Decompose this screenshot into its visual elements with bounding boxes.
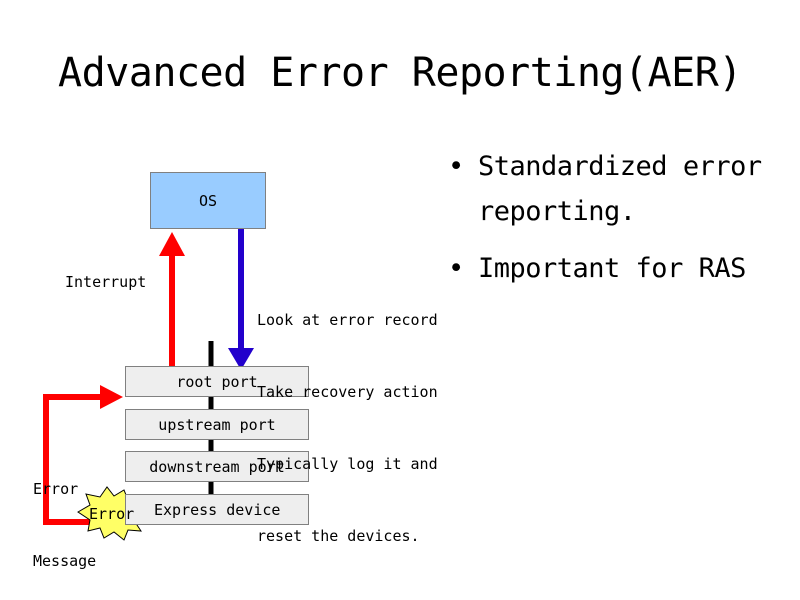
- bullet-text: Standardized error reporting.: [478, 151, 762, 227]
- bullet-glyph: •: [448, 151, 464, 182]
- bullet-text: Important for RAS: [478, 253, 746, 284]
- os-action-line: Take recovery action: [257, 383, 438, 401]
- root-port-label: root port: [176, 372, 258, 391]
- express-device-box: Express device: [125, 494, 309, 525]
- upstream-port-box: upstream port: [125, 409, 309, 440]
- error-message-line: Message: [33, 552, 97, 570]
- error-message-label: Error Message: [33, 429, 96, 597]
- slide-title: Advanced Error Reporting(AER): [58, 50, 742, 96]
- error-burst-label: Error: [89, 505, 135, 523]
- os-action-line: Typically log it and: [257, 455, 438, 473]
- os-label: OS: [198, 191, 218, 210]
- os-action-line: reset the devices.: [257, 527, 420, 545]
- os-box: OS: [150, 172, 266, 229]
- bullet-glyph: •: [448, 253, 464, 284]
- upstream-port-label: upstream port: [158, 415, 276, 434]
- bullet-item: • Important for RAS: [448, 246, 793, 291]
- os-actions-text: Look at error record Take recovery actio…: [257, 260, 438, 572]
- downstream-port-box: downstream port: [125, 451, 309, 482]
- downstream-port-label: downstream port: [149, 457, 285, 476]
- root-port-box: root port: [125, 366, 309, 397]
- error-message-line: Error: [33, 480, 79, 498]
- interrupt-arrowhead: [159, 232, 185, 256]
- error-message-path: [43, 394, 102, 525]
- express-device-label: Express device: [154, 500, 281, 519]
- bullet-item: • Standardized error reporting.: [448, 144, 793, 234]
- interrupt-label: Interrupt: [65, 273, 147, 291]
- bullet-list: • Standardized error reporting. • Import…: [448, 144, 793, 303]
- os-action-line: Look at error record: [257, 311, 438, 329]
- error-message-arrowhead: [100, 385, 123, 409]
- recovery-arrowhead: [228, 348, 254, 370]
